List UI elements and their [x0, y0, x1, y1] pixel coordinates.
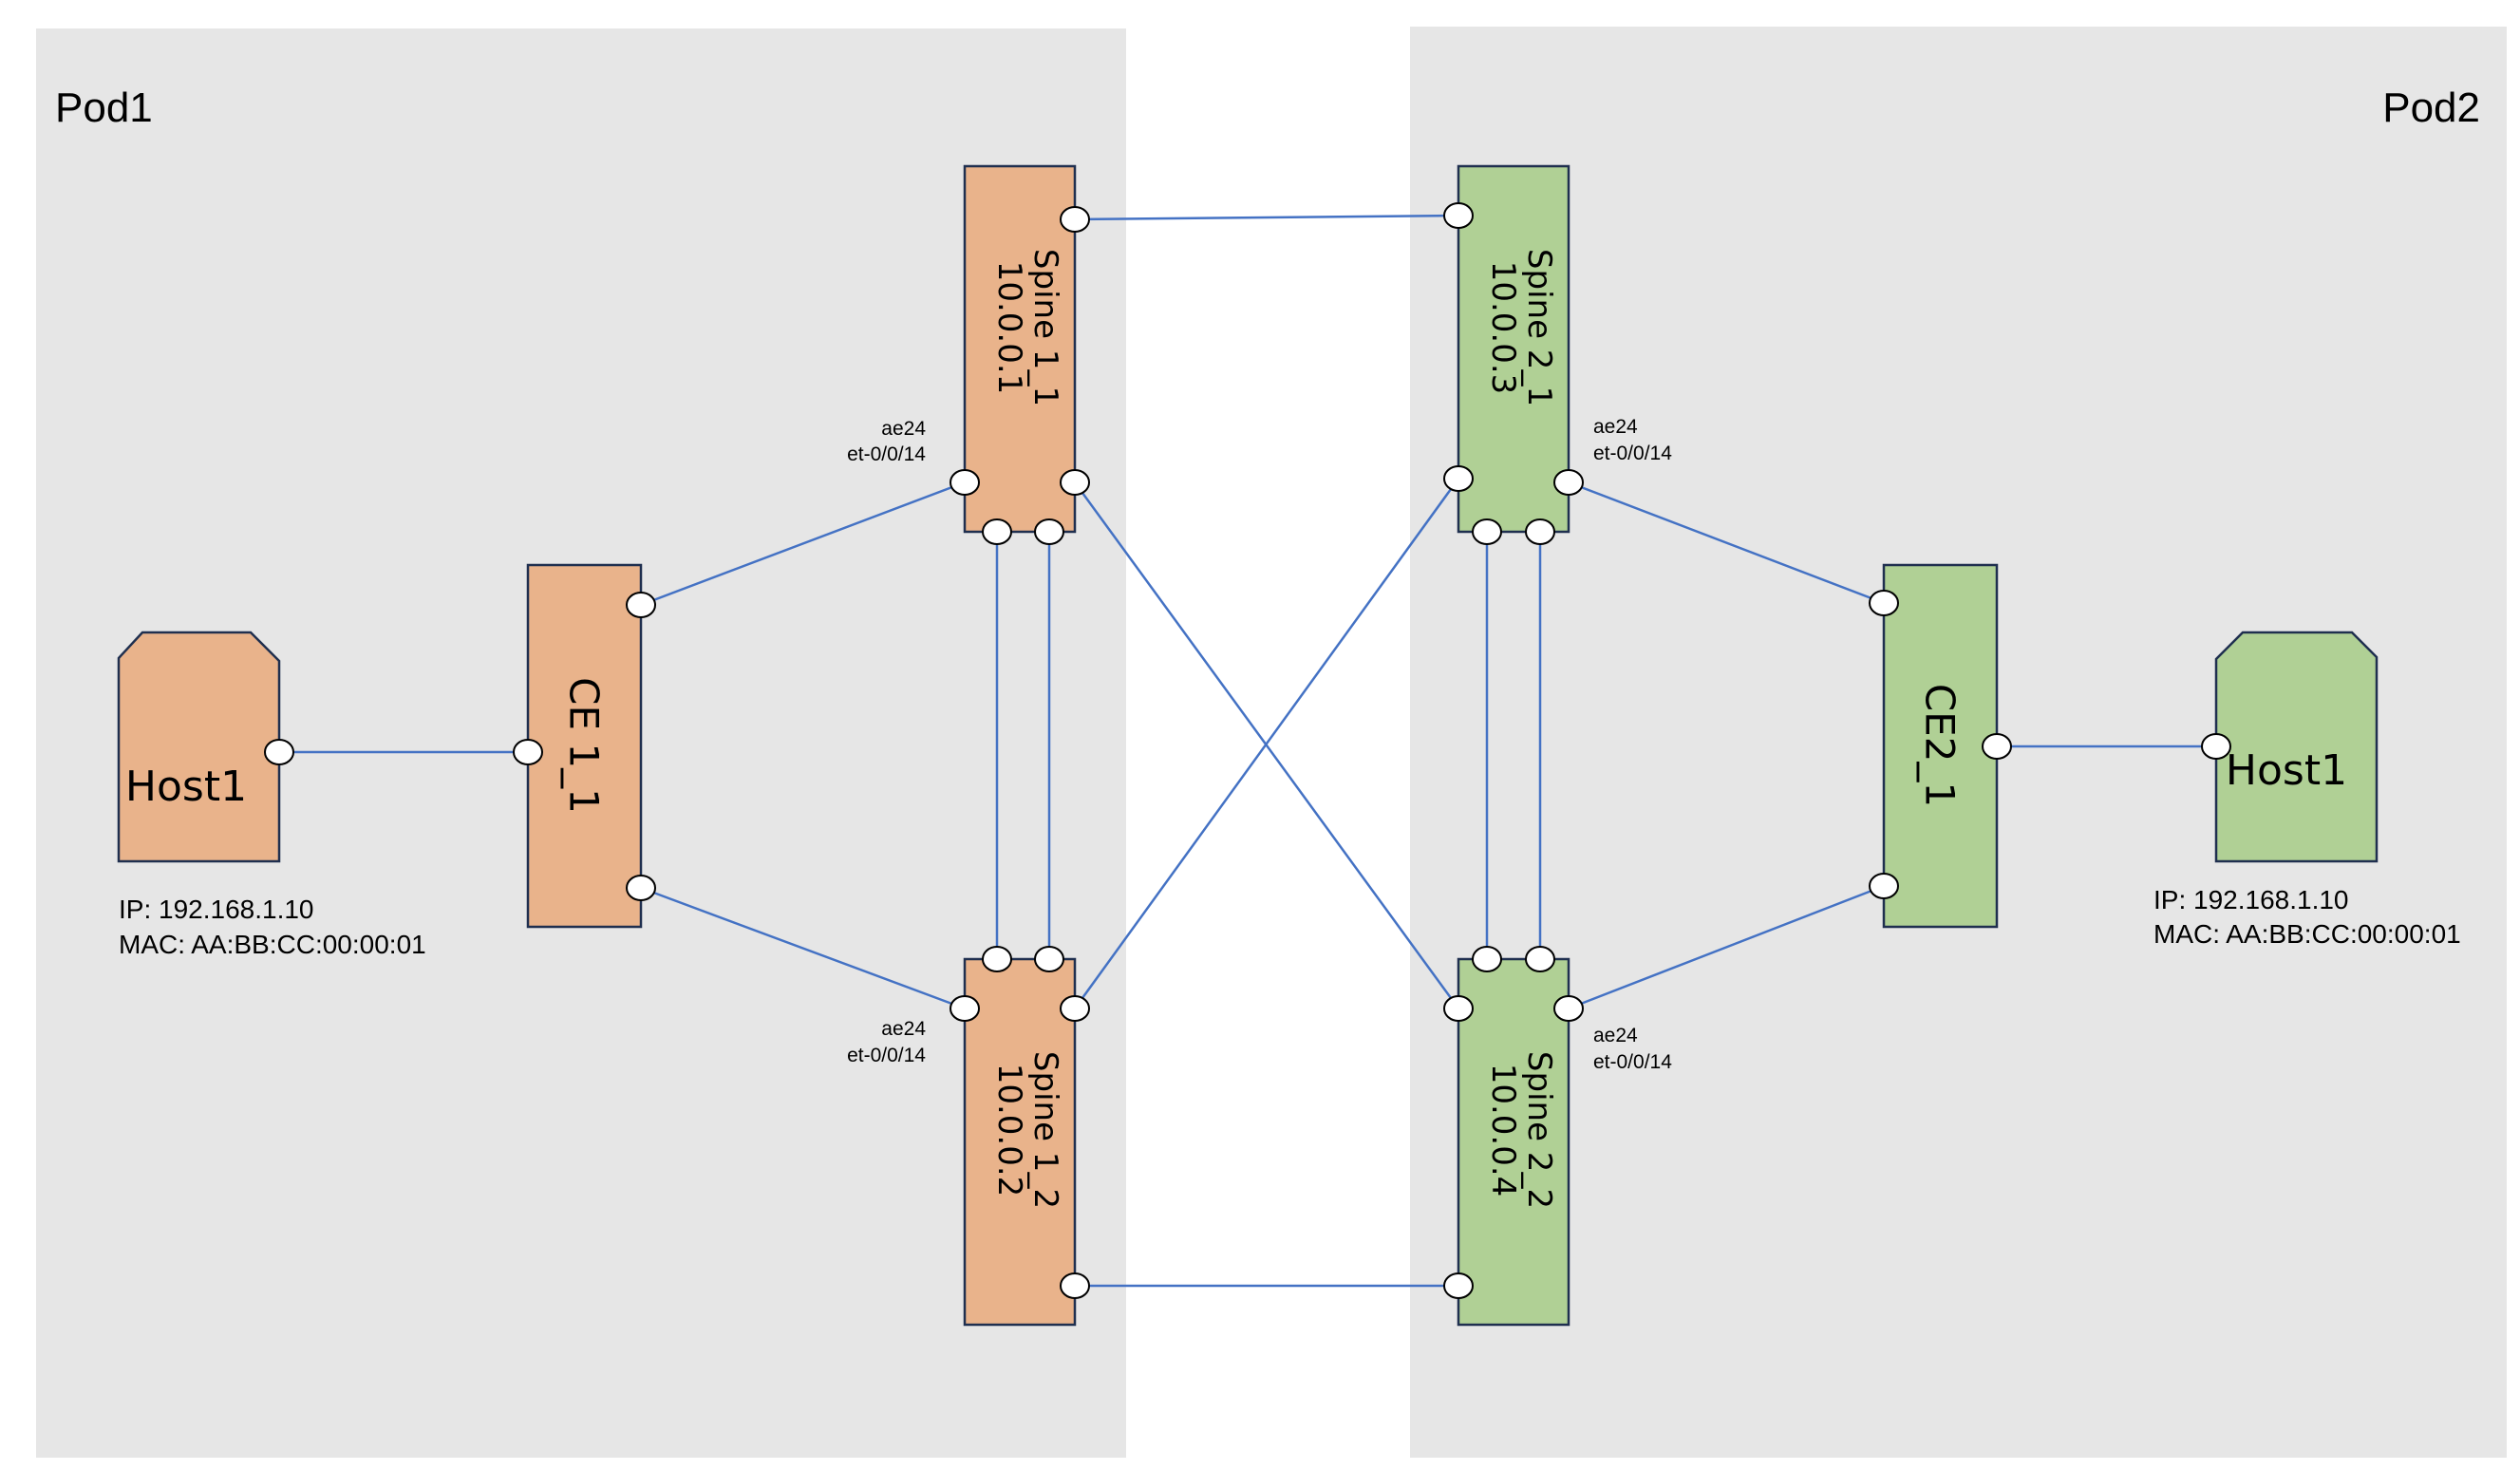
port	[1060, 995, 1090, 1022]
port	[1443, 465, 1474, 492]
interface-ae-spine21: ae24	[1593, 416, 1638, 438]
ce-label: CE2_1	[1917, 684, 1964, 807]
port	[982, 518, 1012, 545]
host2-mac: MAC: AA:BB:CC:00:00:01	[2153, 919, 2461, 949]
port	[1443, 995, 1474, 1022]
ce-node-pod2[interactable]: CE2_1	[1882, 563, 1999, 929]
link-spine21-ce2	[1568, 481, 1885, 605]
link-ce1-spine12	[640, 886, 966, 1010]
port	[1060, 469, 1090, 496]
interface-ae-spine11: ae24	[881, 418, 926, 440]
port	[626, 592, 656, 618]
port	[1525, 946, 1555, 972]
ce-node-pod1[interactable]: CE 1_1	[526, 563, 643, 929]
interface-et-spine22: et-0/0/14	[1593, 1051, 1672, 1073]
ports	[264, 202, 2231, 1299]
link-ce1-spine11	[640, 481, 966, 607]
port	[950, 469, 980, 496]
interface-et-spine21: et-0/0/14	[1593, 443, 1672, 464]
link-spine12-spine21	[1073, 478, 1460, 1009]
spine-name: Spine 2_2	[1520, 1051, 1558, 1209]
port	[1869, 590, 1899, 616]
spine-ip: 10.0.0.2	[990, 1064, 1028, 1197]
port	[1034, 518, 1064, 545]
port	[1982, 733, 2012, 760]
spine-ip: 10.0.0.3	[1484, 261, 1522, 395]
spine-name: Spine 2_1	[1520, 249, 1558, 406]
port	[1472, 518, 1502, 545]
port	[2201, 733, 2231, 760]
host-label: Host1	[125, 763, 247, 811]
pod1-label: Pod1	[55, 85, 153, 131]
port	[1060, 1272, 1090, 1299]
host-node-pod2[interactable]: Host1	[2214, 631, 2379, 863]
spine-node-1-2[interactable]: Spine 1_2 10.0.0.2	[963, 957, 1077, 1327]
port	[1553, 995, 1584, 1022]
spine-name: Spine 1_2	[1026, 1051, 1064, 1209]
link-spine11-spine21	[1074, 214, 1459, 221]
port	[982, 946, 1012, 972]
port	[1553, 469, 1584, 496]
spine-node-2-1[interactable]: Spine 2_1 10.0.0.3	[1457, 164, 1570, 534]
host1-ip: IP: 192.168.1.10	[119, 895, 314, 924]
link-spine22-ce2	[1568, 884, 1885, 1010]
interface-et-spine12: et-0/0/14	[847, 1045, 926, 1066]
host2-ip: IP: 192.168.1.10	[2153, 885, 2349, 914]
port	[950, 995, 980, 1022]
port	[264, 739, 294, 765]
interface-ae-spine22: ae24	[1593, 1025, 1638, 1046]
ce-label: CE 1_1	[561, 677, 608, 814]
port	[1525, 518, 1555, 545]
spine-ip: 10.0.0.1	[990, 261, 1028, 395]
host1-mac: MAC: AA:BB:CC:00:00:01	[119, 930, 426, 959]
port	[626, 875, 656, 901]
spine-node-1-1[interactable]: Spine 1_1 10.0.0.1	[963, 164, 1077, 534]
pod2-label: Pod2	[2382, 85, 2480, 131]
spine-node-2-2[interactable]: Spine 2_2 10.0.0.4	[1457, 957, 1570, 1327]
port	[1060, 206, 1090, 233]
spine-ip: 10.0.0.4	[1484, 1064, 1522, 1197]
spine-name: Spine 1_1	[1026, 249, 1064, 406]
host-label: Host1	[2226, 746, 2347, 795]
host-node-pod1[interactable]: Host1	[117, 631, 281, 863]
port	[1443, 1272, 1474, 1299]
port	[1472, 946, 1502, 972]
interface-ae-spine12: ae24	[881, 1018, 926, 1040]
port	[1869, 873, 1899, 899]
port	[1443, 202, 1474, 229]
port	[1034, 946, 1064, 972]
interface-et-spine11: et-0/0/14	[847, 443, 926, 465]
port	[513, 739, 543, 765]
links	[279, 214, 2216, 1288]
